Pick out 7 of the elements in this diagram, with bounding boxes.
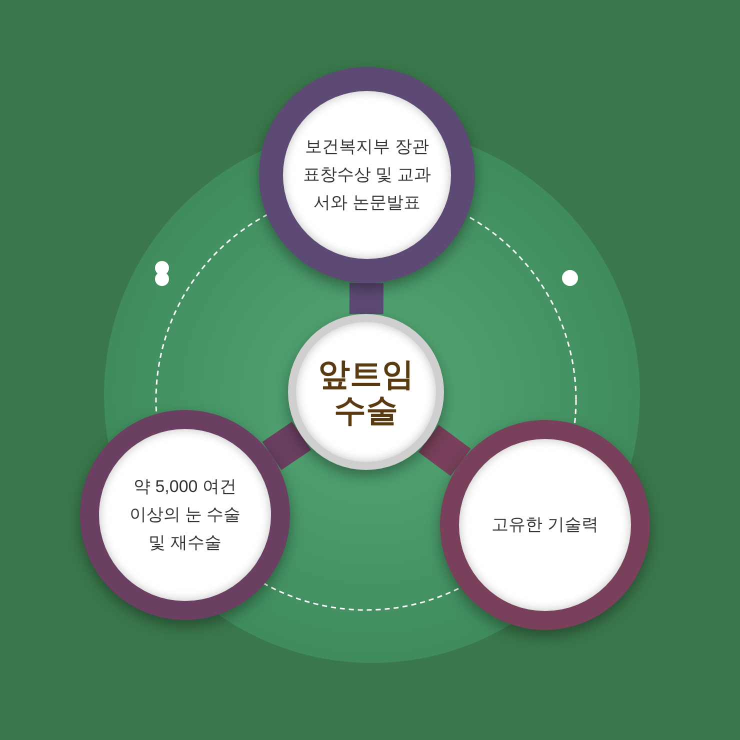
connector-band	[262, 422, 312, 470]
circle-text: 약 5,000 여건 이상의 눈 수술 및 재수술	[128, 476, 242, 554]
circle-text: 보건복지부 장관 표창수상 및 교과서와 논문발표	[302, 136, 432, 214]
title-text: 앞트임 수술	[317, 356, 415, 428]
connector-band	[418, 424, 471, 476]
circle-text: 고유한 기술력	[492, 514, 598, 536]
connector-band	[349, 282, 384, 314]
